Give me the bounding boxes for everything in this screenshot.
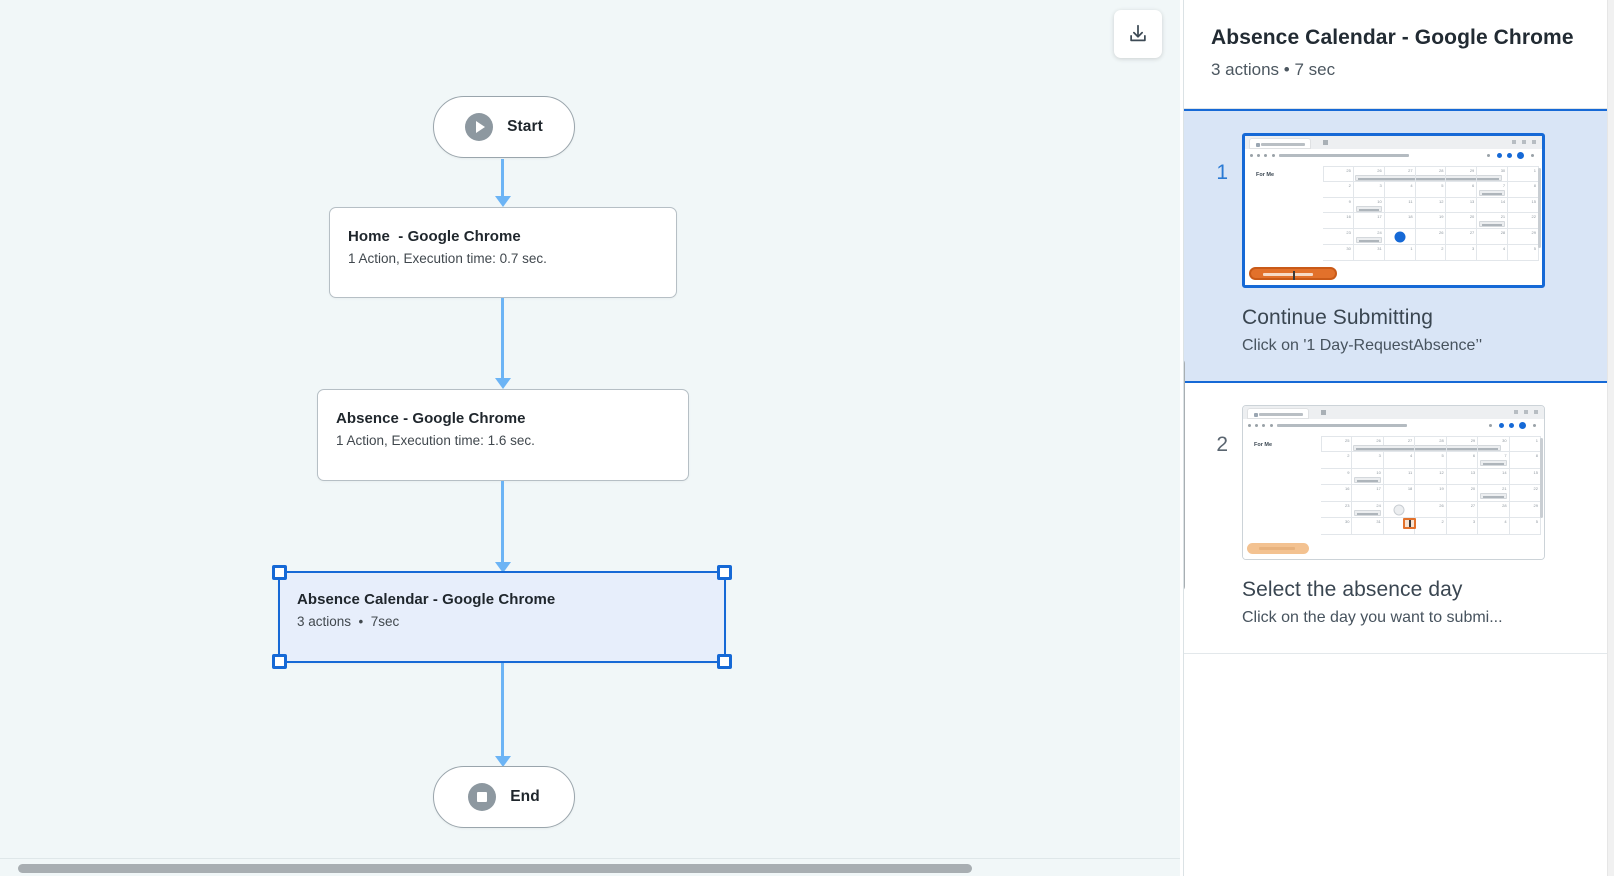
canvas-horizontal-scrollbar-thumb[interactable] bbox=[18, 864, 972, 873]
flow-node-start-label: Start bbox=[507, 118, 543, 135]
step-thumbnail[interactable]: For Me 25 26 27 28 29 30 1 2 3 bbox=[1242, 132, 1545, 288]
canvas-horizontal-scrollbar[interactable] bbox=[0, 858, 1180, 876]
thumbnail-selected-day bbox=[1394, 231, 1406, 243]
step-number: 1 bbox=[1216, 160, 1228, 184]
connector-home-absence bbox=[494, 298, 511, 389]
thumbnail-selected-day bbox=[1393, 504, 1405, 516]
list-item[interactable]: 1 bbox=[1184, 108, 1614, 383]
step-number: 2 bbox=[1216, 432, 1228, 456]
thumbnail-browser-chrome bbox=[1245, 135, 1542, 162]
download-button[interactable] bbox=[1114, 10, 1162, 58]
page-title: Absence Calendar - Google Chrome bbox=[1211, 26, 1574, 49]
connector-calendar-end bbox=[494, 663, 511, 767]
flow-node-absence-subtitle: 1 Action, Execution time: 1.6 sec. bbox=[336, 433, 535, 448]
resize-handle-bottom-left[interactable] bbox=[272, 654, 287, 669]
step-description: Click on the day you want to submi... bbox=[1242, 608, 1503, 626]
stop-icon bbox=[468, 783, 497, 811]
step-list-scrollbar-thumb[interactable] bbox=[1184, 358, 1185, 591]
step-title: Continue Submitting bbox=[1242, 305, 1434, 329]
resize-handle-top-right[interactable] bbox=[717, 565, 732, 580]
flow-node-absence[interactable]: Absence - Google Chrome 1 Action, Execut… bbox=[317, 389, 689, 481]
connector-start-home bbox=[494, 159, 511, 207]
download-icon bbox=[1130, 24, 1146, 42]
thumbnail-sidebar-label: For Me bbox=[1256, 171, 1275, 178]
list-item[interactable]: 2 bbox=[1184, 382, 1614, 654]
play-icon bbox=[465, 113, 494, 141]
step-description: Click on '1 Day-RequestAbsence’' bbox=[1242, 336, 1482, 354]
detail-panel: Absence Calendar - Google Chrome 3 actio… bbox=[1183, 0, 1614, 876]
step-list[interactable]: 1 bbox=[1184, 108, 1614, 654]
thumbnail-browser-chrome bbox=[1243, 405, 1544, 432]
thumbnail-sidebar-label: For Me bbox=[1254, 441, 1273, 448]
flow-node-home[interactable]: Home - Google Chrome 1 Action, Execution… bbox=[329, 207, 677, 298]
flow-node-end-label: End bbox=[510, 788, 540, 805]
thumbnail-click-marker bbox=[1403, 517, 1416, 529]
step-title: Select the absence day bbox=[1242, 577, 1463, 601]
detail-panel-header: Absence Calendar - Google Chrome 3 actio… bbox=[1184, 0, 1614, 94]
flow-node-absence-calendar-subtitle: 3 actions • 7sec bbox=[297, 614, 400, 629]
flow-node-home-subtitle: 1 Action, Execution time: 0.7 sec. bbox=[348, 251, 547, 266]
connector-absence-calendar bbox=[494, 481, 511, 573]
resize-handle-top-left[interactable] bbox=[272, 565, 287, 580]
step-thumbnail[interactable]: For Me 25 26 27 28 29 30 1 2 3 bbox=[1242, 404, 1545, 560]
thumbnail-calendar-grid: 25 26 27 28 29 30 1 2 3 4 5 bbox=[1321, 435, 1541, 535]
window-vertical-scrollbar[interactable] bbox=[1607, 0, 1614, 876]
flow-node-end[interactable]: End bbox=[433, 766, 575, 828]
flow-node-absence-calendar[interactable]: Absence Calendar - Google Chrome 3 actio… bbox=[272, 565, 732, 669]
flow-canvas[interactable]: Start Home - Google Chrome 1 Action, Exe… bbox=[0, 0, 1180, 876]
panel-divider bbox=[1184, 107, 1614, 109]
thumbnail-calendar-grid: 25 26 27 28 29 30 1 2 3 4 5 bbox=[1323, 165, 1539, 261]
flow-node-absence-calendar-title: Absence Calendar - Google Chrome bbox=[297, 591, 556, 608]
resize-handle-bottom-right[interactable] bbox=[717, 654, 732, 669]
thumbnail-highlighted-button bbox=[1247, 542, 1309, 554]
flow-node-absence-title: Absence - Google Chrome bbox=[336, 410, 526, 427]
flow-node-start[interactable]: Start bbox=[433, 96, 575, 158]
flow-node-home-title: Home - Google Chrome bbox=[348, 228, 521, 245]
panel-meta: 3 actions • 7 sec bbox=[1211, 59, 1336, 79]
